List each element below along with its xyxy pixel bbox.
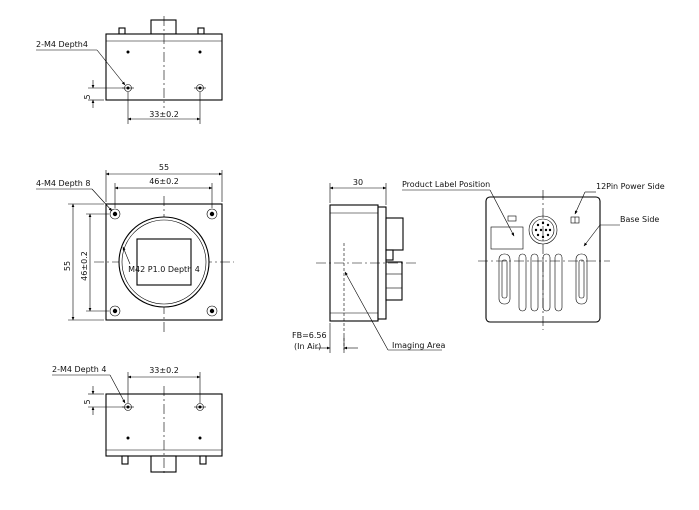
top-view: 2-M4 Depth4 5 33±0.2 (36, 16, 223, 124)
led-indicator (507, 215, 517, 222)
bottom-hole-label: 2-M4 Depth 4 (52, 365, 107, 374)
top-connector (150, 19, 177, 35)
data-connector-right (575, 253, 588, 305)
flange-back-note: (In Air) (294, 342, 321, 351)
side-data-connector (385, 261, 403, 301)
rear-view: Product Label Position 12Pin Power Side … (402, 180, 665, 330)
top-stub-left (118, 27, 126, 35)
front-vertical-spacing-dim: 46±0.2 (80, 251, 89, 281)
sensor-area (136, 238, 192, 286)
top-depth-dim: 5 (83, 94, 92, 99)
power-side-label: 12Pin Power Side (596, 182, 665, 191)
front-height-dim: 55 (63, 261, 72, 271)
product-label-area (490, 226, 524, 250)
bottom-depth-dim: 5 (83, 399, 92, 404)
mount-thread-label: M42 P1.0 Depth 4 (128, 265, 200, 274)
side-power-connector (385, 217, 404, 251)
front-view: 55 46±0.2 55 46±0.2 4-M4 Depth 8 M42 P1.… (36, 163, 234, 332)
product-label-position-text: Product Label Position (402, 180, 490, 189)
side-length-dim: 30 (353, 178, 363, 187)
bottom-connector (150, 455, 177, 473)
front-width-dim: 55 (159, 163, 169, 172)
power-connector-icon (528, 215, 558, 245)
flange-back-label: FB=6.56 (292, 331, 327, 340)
cooling-fins (518, 253, 563, 312)
imaging-area-label: Imaging Area (392, 341, 446, 350)
bottom-stub-left (121, 455, 129, 465)
base-side-label: Base Side (620, 215, 659, 224)
data-connector-left (498, 253, 511, 305)
top-hole-label: 2-M4 Depth4 (36, 40, 88, 49)
side-view: 30 FB=6.56 (In Air) Imaging Area (292, 178, 446, 353)
bottom-view: 33±0.2 5 2-M4 Depth 4 (52, 365, 223, 476)
top-spacing-dim: 33±0.2 (149, 110, 179, 119)
front-hole-spacing-dim: 46±0.2 (149, 177, 179, 186)
front-hole-label: 4-M4 Depth 8 (36, 179, 91, 188)
bottom-stub-right (199, 455, 207, 465)
front-corner-holes (109, 208, 218, 317)
top-stub-right (197, 27, 205, 35)
bottom-spacing-dim: 33±0.2 (149, 366, 179, 375)
